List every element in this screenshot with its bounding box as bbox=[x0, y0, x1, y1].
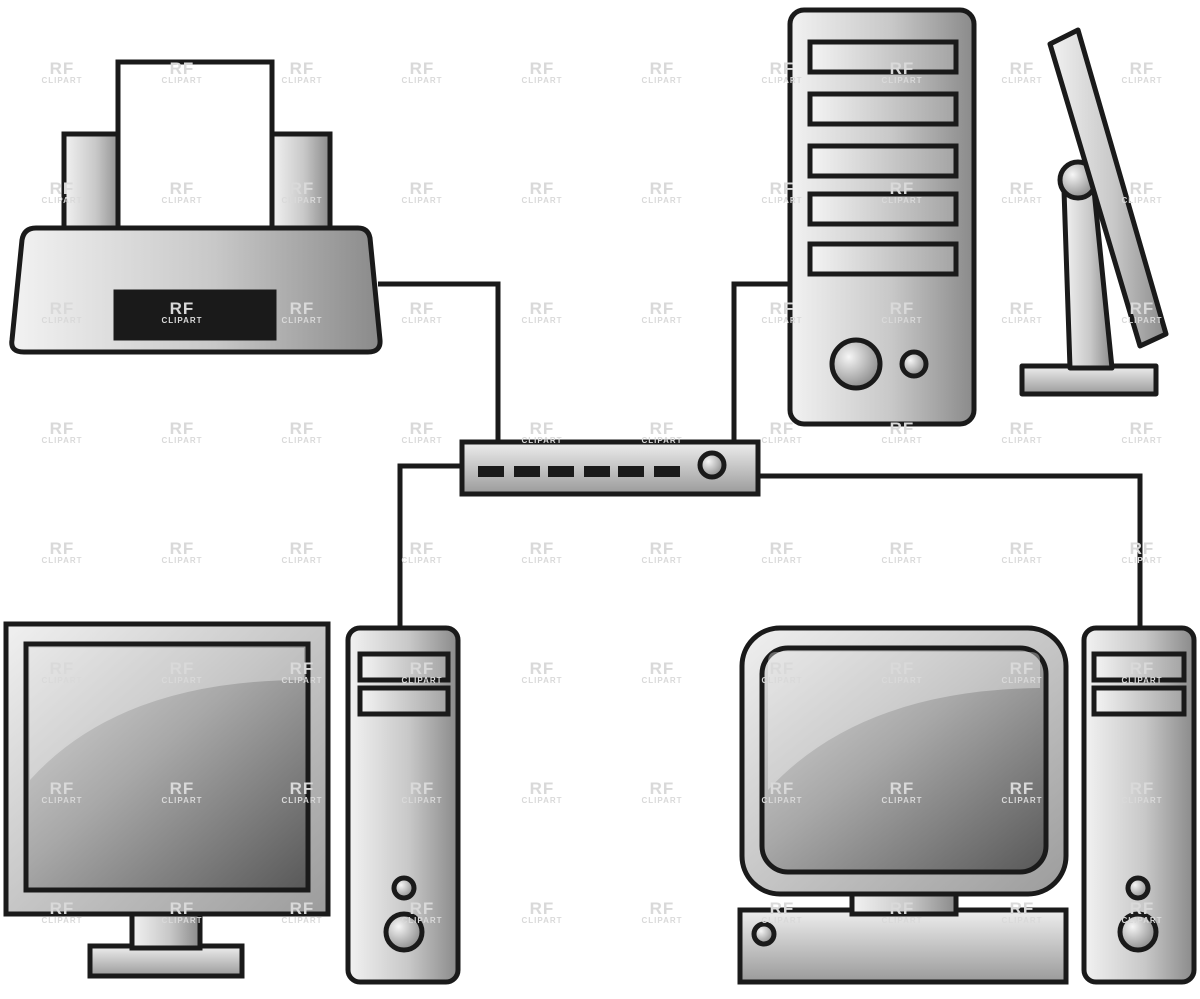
printer-paper-tray-left bbox=[61, 131, 125, 237]
printer-display-panel bbox=[113, 289, 277, 341]
switch-power-knob-icon bbox=[697, 450, 727, 480]
left-monitor-screen bbox=[23, 641, 311, 893]
left-monitor-neck bbox=[129, 909, 203, 951]
drive-bay-3 bbox=[807, 143, 959, 179]
cable-server-to-switch bbox=[731, 281, 790, 442]
left-tower-drive-2 bbox=[357, 685, 451, 717]
left-tower-small-button-icon bbox=[391, 875, 417, 901]
right-tower-power-button-icon bbox=[1117, 911, 1159, 953]
power-button-icon bbox=[829, 337, 883, 391]
network-switch bbox=[459, 439, 761, 497]
switch-port-5 bbox=[618, 466, 644, 477]
right-monitor-screen-glare bbox=[768, 652, 1040, 790]
printer-paper-tray-right bbox=[269, 131, 333, 237]
flat-monitor bbox=[1019, 27, 1169, 397]
drive-bay-4 bbox=[807, 191, 959, 227]
right-tower-drive-2 bbox=[1091, 685, 1187, 717]
cable-printer-to-switch bbox=[378, 281, 501, 442]
printer bbox=[9, 59, 383, 355]
drive-bay-5 bbox=[807, 241, 959, 277]
network-cables bbox=[378, 281, 1143, 628]
switch-port-3 bbox=[548, 466, 574, 477]
right-tower-small-button-icon bbox=[1125, 875, 1151, 901]
switch-port-6 bbox=[654, 466, 680, 477]
right-desktop-base bbox=[737, 907, 1069, 985]
cable-right-workstation-to-switch bbox=[758, 473, 1143, 628]
tower-server bbox=[787, 7, 977, 427]
switch-port-4 bbox=[584, 466, 610, 477]
switch-port-1 bbox=[478, 466, 504, 477]
left-monitor-foot bbox=[87, 943, 245, 979]
workstation-left bbox=[3, 621, 461, 985]
switch-ports bbox=[478, 466, 680, 477]
right-tower-drive-1 bbox=[1091, 651, 1187, 683]
cable-left-workstation-to-switch bbox=[397, 463, 462, 628]
left-monitor-screen-glare bbox=[30, 648, 304, 780]
left-tower-power-button-icon bbox=[383, 911, 425, 953]
flat-monitor-panel bbox=[1047, 27, 1169, 349]
workstation-right bbox=[737, 625, 1197, 985]
drive-bay-1 bbox=[807, 39, 959, 75]
reset-button-icon bbox=[899, 349, 929, 379]
printer-paper-sheet bbox=[115, 59, 275, 237]
left-tower-drive-1 bbox=[357, 651, 451, 683]
switch-port-2 bbox=[514, 466, 540, 477]
drive-bay-2 bbox=[807, 91, 959, 127]
right-monitor-screen bbox=[759, 645, 1049, 875]
right-desktop-base-button-icon bbox=[751, 921, 777, 947]
